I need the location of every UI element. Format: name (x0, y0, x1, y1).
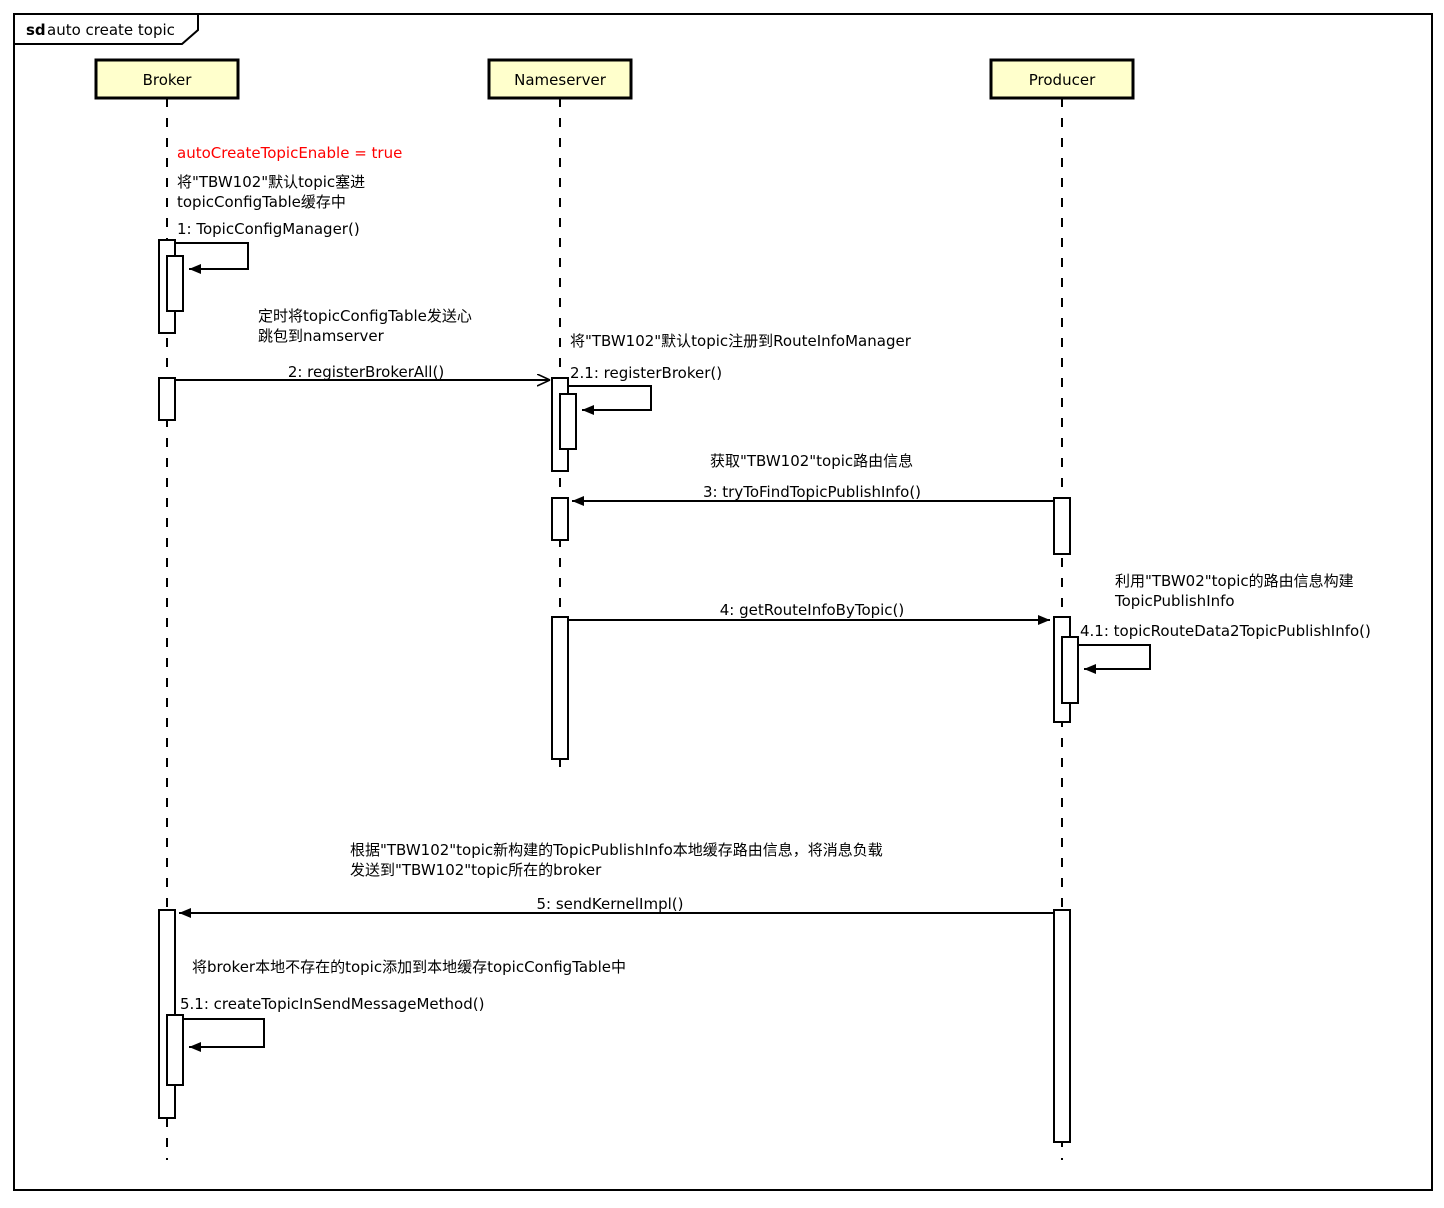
message-2-1-self-call-arrow[interactable] (568, 385, 652, 415)
participant-broker-label: Broker (143, 71, 193, 89)
note-tbw102-cache-line1: 将"TBW102"默认topic塞进 (177, 173, 365, 191)
activation-nameserver-2-nested (559, 393, 577, 450)
message-3-label: 3: tryToFindTopicPublishInfo() (703, 483, 921, 501)
note-send-payload-line2: 发送到"TBW102"topic所在的broker (350, 861, 602, 879)
activation-producer-4-nested (1061, 636, 1079, 704)
message-5-1-self-call-arrow[interactable] (175, 1018, 265, 1052)
activation-broker-5-nested (166, 1014, 184, 1086)
participant-producer-label: Producer (1029, 71, 1096, 89)
note-heartbeat-line2: 跳包到namserver (258, 327, 385, 345)
message-4-1-self-call-arrow[interactable] (1070, 644, 1151, 674)
message-5-1-label: 5.1: createTopicInSendMessageMethod() (180, 995, 484, 1013)
activation-nameserver-3 (551, 497, 569, 541)
note-build-publishinfo-line1: 利用"TBW02"topic的路由信息构建 (1115, 572, 1354, 590)
note-register-routeinfomanager: 将"TBW102"默认topic注册到RouteInfoManager (570, 332, 912, 350)
participant-nameserver[interactable]: Nameserver (487, 58, 633, 100)
activation-broker-2 (158, 377, 176, 421)
activation-broker-1-nested (166, 255, 184, 312)
activation-nameserver-4 (551, 616, 569, 760)
note-auto-create-topic-enable: autoCreateTopicEnable = true (177, 144, 402, 162)
note-build-publishinfo-line2: TopicPublishInfo (1114, 592, 1235, 610)
diagram-frame-border (13, 13, 1433, 1191)
activation-producer-3 (1053, 497, 1071, 555)
participant-broker[interactable]: Broker (94, 58, 240, 100)
message-2-label: 2: registerBrokerAll() (288, 363, 444, 381)
note-tbw102-cache-line2: topicConfigTable缓存中 (177, 193, 346, 211)
activation-producer-5 (1053, 909, 1071, 1143)
frame-keyword: sd (26, 21, 46, 39)
message-4-label: 4: getRouteInfoByTopic() (720, 601, 905, 619)
participant-nameserver-label: Nameserver (514, 71, 607, 89)
message-4-1-label: 4.1: topicRouteData2TopicPublishInfo() (1080, 622, 1371, 640)
message-5-label: 5: sendKernelImpl() (537, 895, 684, 913)
participant-producer[interactable]: Producer (989, 58, 1135, 100)
frame-title-label: auto create topic (47, 21, 175, 39)
frame-title-tab (13, 13, 199, 45)
message-1-label: 1: TopicConfigManager() (177, 220, 360, 238)
note-heartbeat-line1: 定时将topicConfigTable发送心 (258, 307, 472, 325)
note-send-payload-line1: 根据"TBW102"topic新构建的TopicPublishInfo本地缓存路… (350, 841, 883, 859)
note-get-topic-route: 获取"TBW102"topic路由信息 (710, 452, 913, 470)
note-add-missing-topic: 将broker本地不存在的topic添加到本地缓存topicConfigTabl… (192, 958, 626, 976)
message-2-1-label: 2.1: registerBroker() (570, 364, 722, 382)
message-1-self-call-arrow[interactable] (175, 242, 249, 274)
